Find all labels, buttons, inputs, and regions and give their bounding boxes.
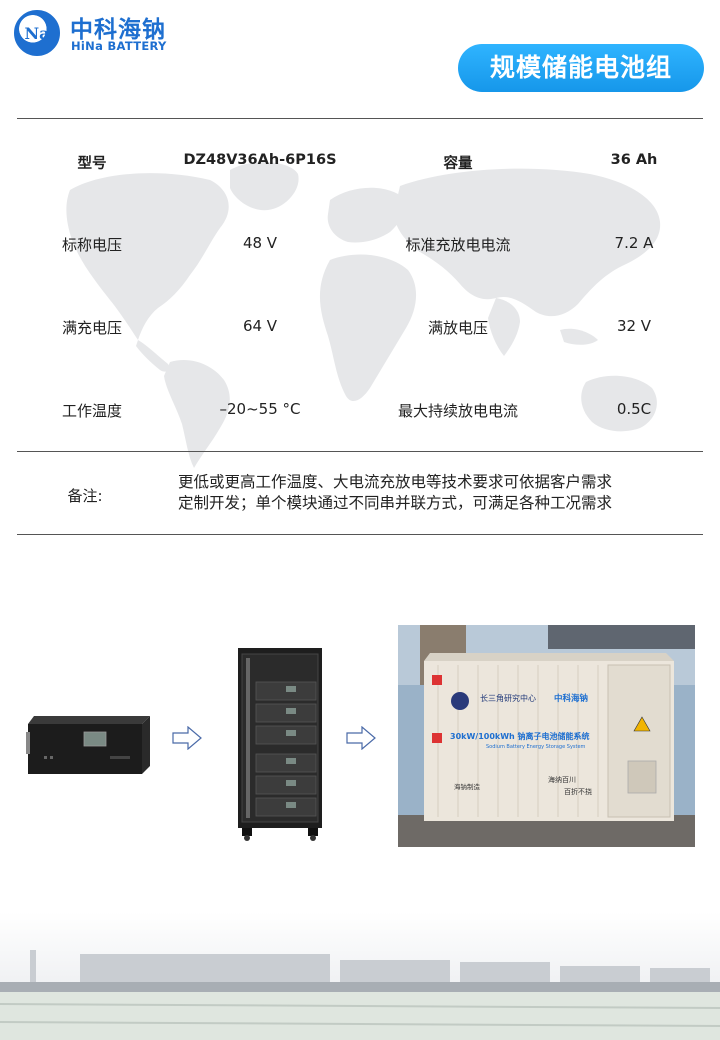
- arrow-right-icon: [172, 726, 202, 750]
- spec-label-standard-current: 标准充放电电流: [405, 236, 511, 254]
- spec-label-full-discharge-voltage: 满放电压: [427, 319, 488, 337]
- logo-english-name: HiNa BATTERY: [71, 39, 167, 53]
- container-maker: 海钠制造: [454, 783, 480, 791]
- note-line-1: 更低或更高工作温度、大电流充放电等技术要求可依据客户需求: [178, 473, 613, 491]
- spec-label-nominal-voltage: 标称电压: [61, 236, 122, 254]
- logo-mark: Na: [14, 10, 60, 56]
- container-slogan-b: 百折不挠: [564, 788, 592, 796]
- container-label-system-en: Sodium Battery Energy Storage System: [486, 744, 586, 750]
- spec-label-full-charge-voltage: 满充电压: [61, 319, 122, 337]
- storage-container-photo: 长三角研究中心 中科海钠 30kW/100kWh 钠离子电池储能系统 Sodiu…: [398, 625, 695, 847]
- company-logo: Na 中科海钠 HiNa BATTERY: [14, 10, 194, 56]
- note-label: 备注:: [67, 487, 103, 505]
- container-label-center: 长三角研究中心: [480, 694, 536, 703]
- spec-value-full-charge-voltage: 64 V: [242, 317, 278, 335]
- container-scene: [398, 625, 695, 847]
- logo-mark-text: Na: [24, 24, 50, 43]
- logo-chinese-name: 中科海钠: [70, 17, 166, 43]
- spec-value-operating-temperature: –20~55 °C: [219, 400, 301, 418]
- spec-value-capacity: 36 Ah: [610, 152, 658, 168]
- divider-top: [17, 118, 703, 119]
- note-text: 更低或更高工作温度、大电流充放电等技术要求可依据客户需求 定制开发；单个模块通过…: [178, 472, 698, 514]
- spec-label-operating-temperature: 工作温度: [61, 402, 122, 420]
- battery-rack-image: [238, 648, 322, 841]
- spec-label-capacity: 容量: [443, 156, 473, 172]
- spec-label-model: 型号: [77, 156, 107, 172]
- spec-value-max-continuous-discharge: 0.5C: [616, 400, 652, 418]
- spec-value-full-discharge-voltage: 32 V: [616, 317, 652, 335]
- note-line-2: 定制开发；单个模块通过不同串并联方式，可满足各种工况需求: [178, 494, 613, 512]
- spec-label-max-continuous-discharge: 最大持续放电电流: [397, 402, 518, 420]
- battery-module-image: [26, 716, 150, 774]
- page-title: 规模储能电池组: [458, 44, 704, 92]
- world-map-watermark: [66, 162, 661, 468]
- divider-middle: [17, 451, 703, 452]
- divider-bottom: [17, 534, 703, 535]
- container-label-brand: 中科海钠: [554, 694, 589, 704]
- factory-background-image: [0, 912, 720, 1040]
- spec-value-nominal-voltage: 48 V: [242, 234, 278, 252]
- arrow-right-icon: [346, 726, 376, 750]
- spec-value-model: DZ48V36Ah-6P16S: [183, 152, 337, 168]
- container-label-system: 30kW/100kWh 钠离子电池储能系统: [450, 732, 590, 741]
- spec-value-standard-current: 7.2 A: [614, 234, 654, 252]
- container-slogan-a: 海纳百川: [548, 776, 576, 784]
